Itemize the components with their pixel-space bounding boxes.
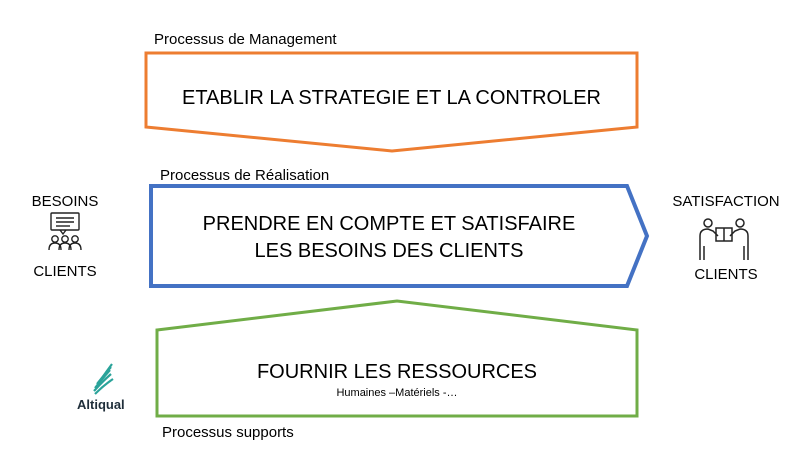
supports-shape [155,299,639,418]
altiqual-logo-text: Altiqual [77,397,125,412]
right-clients-label: CLIENTS [694,266,758,283]
realisation-text-line1: PRENDRE EN COMPTE ET SATISFAIRE [202,213,576,235]
realisation-shape [149,184,650,288]
management-shape [144,51,639,153]
supports-subtext: Humaines –Matériels -… [336,387,458,399]
left-needs-label: BESOINS [31,193,99,210]
management-label: Processus de Management [154,31,337,48]
management-text: ETABLIR LA STRATEGIE ET LA CONTROLER [181,87,601,109]
delivery-handover-icon [699,218,749,260]
altiqual-logo-mark [93,363,114,395]
supports-text: FOURNIR LES RESSOURCES [256,361,538,383]
supports-label: Processus supports [162,424,294,441]
right-satisfaction-label: SATISFACTION [672,193,780,210]
realisation-text-line2: LES BESOINS DES CLIENTS [254,240,524,262]
customer-needs-icon [48,212,82,251]
left-clients-label: CLIENTS [33,263,97,280]
realisation-label: Processus de Réalisation [160,167,330,184]
